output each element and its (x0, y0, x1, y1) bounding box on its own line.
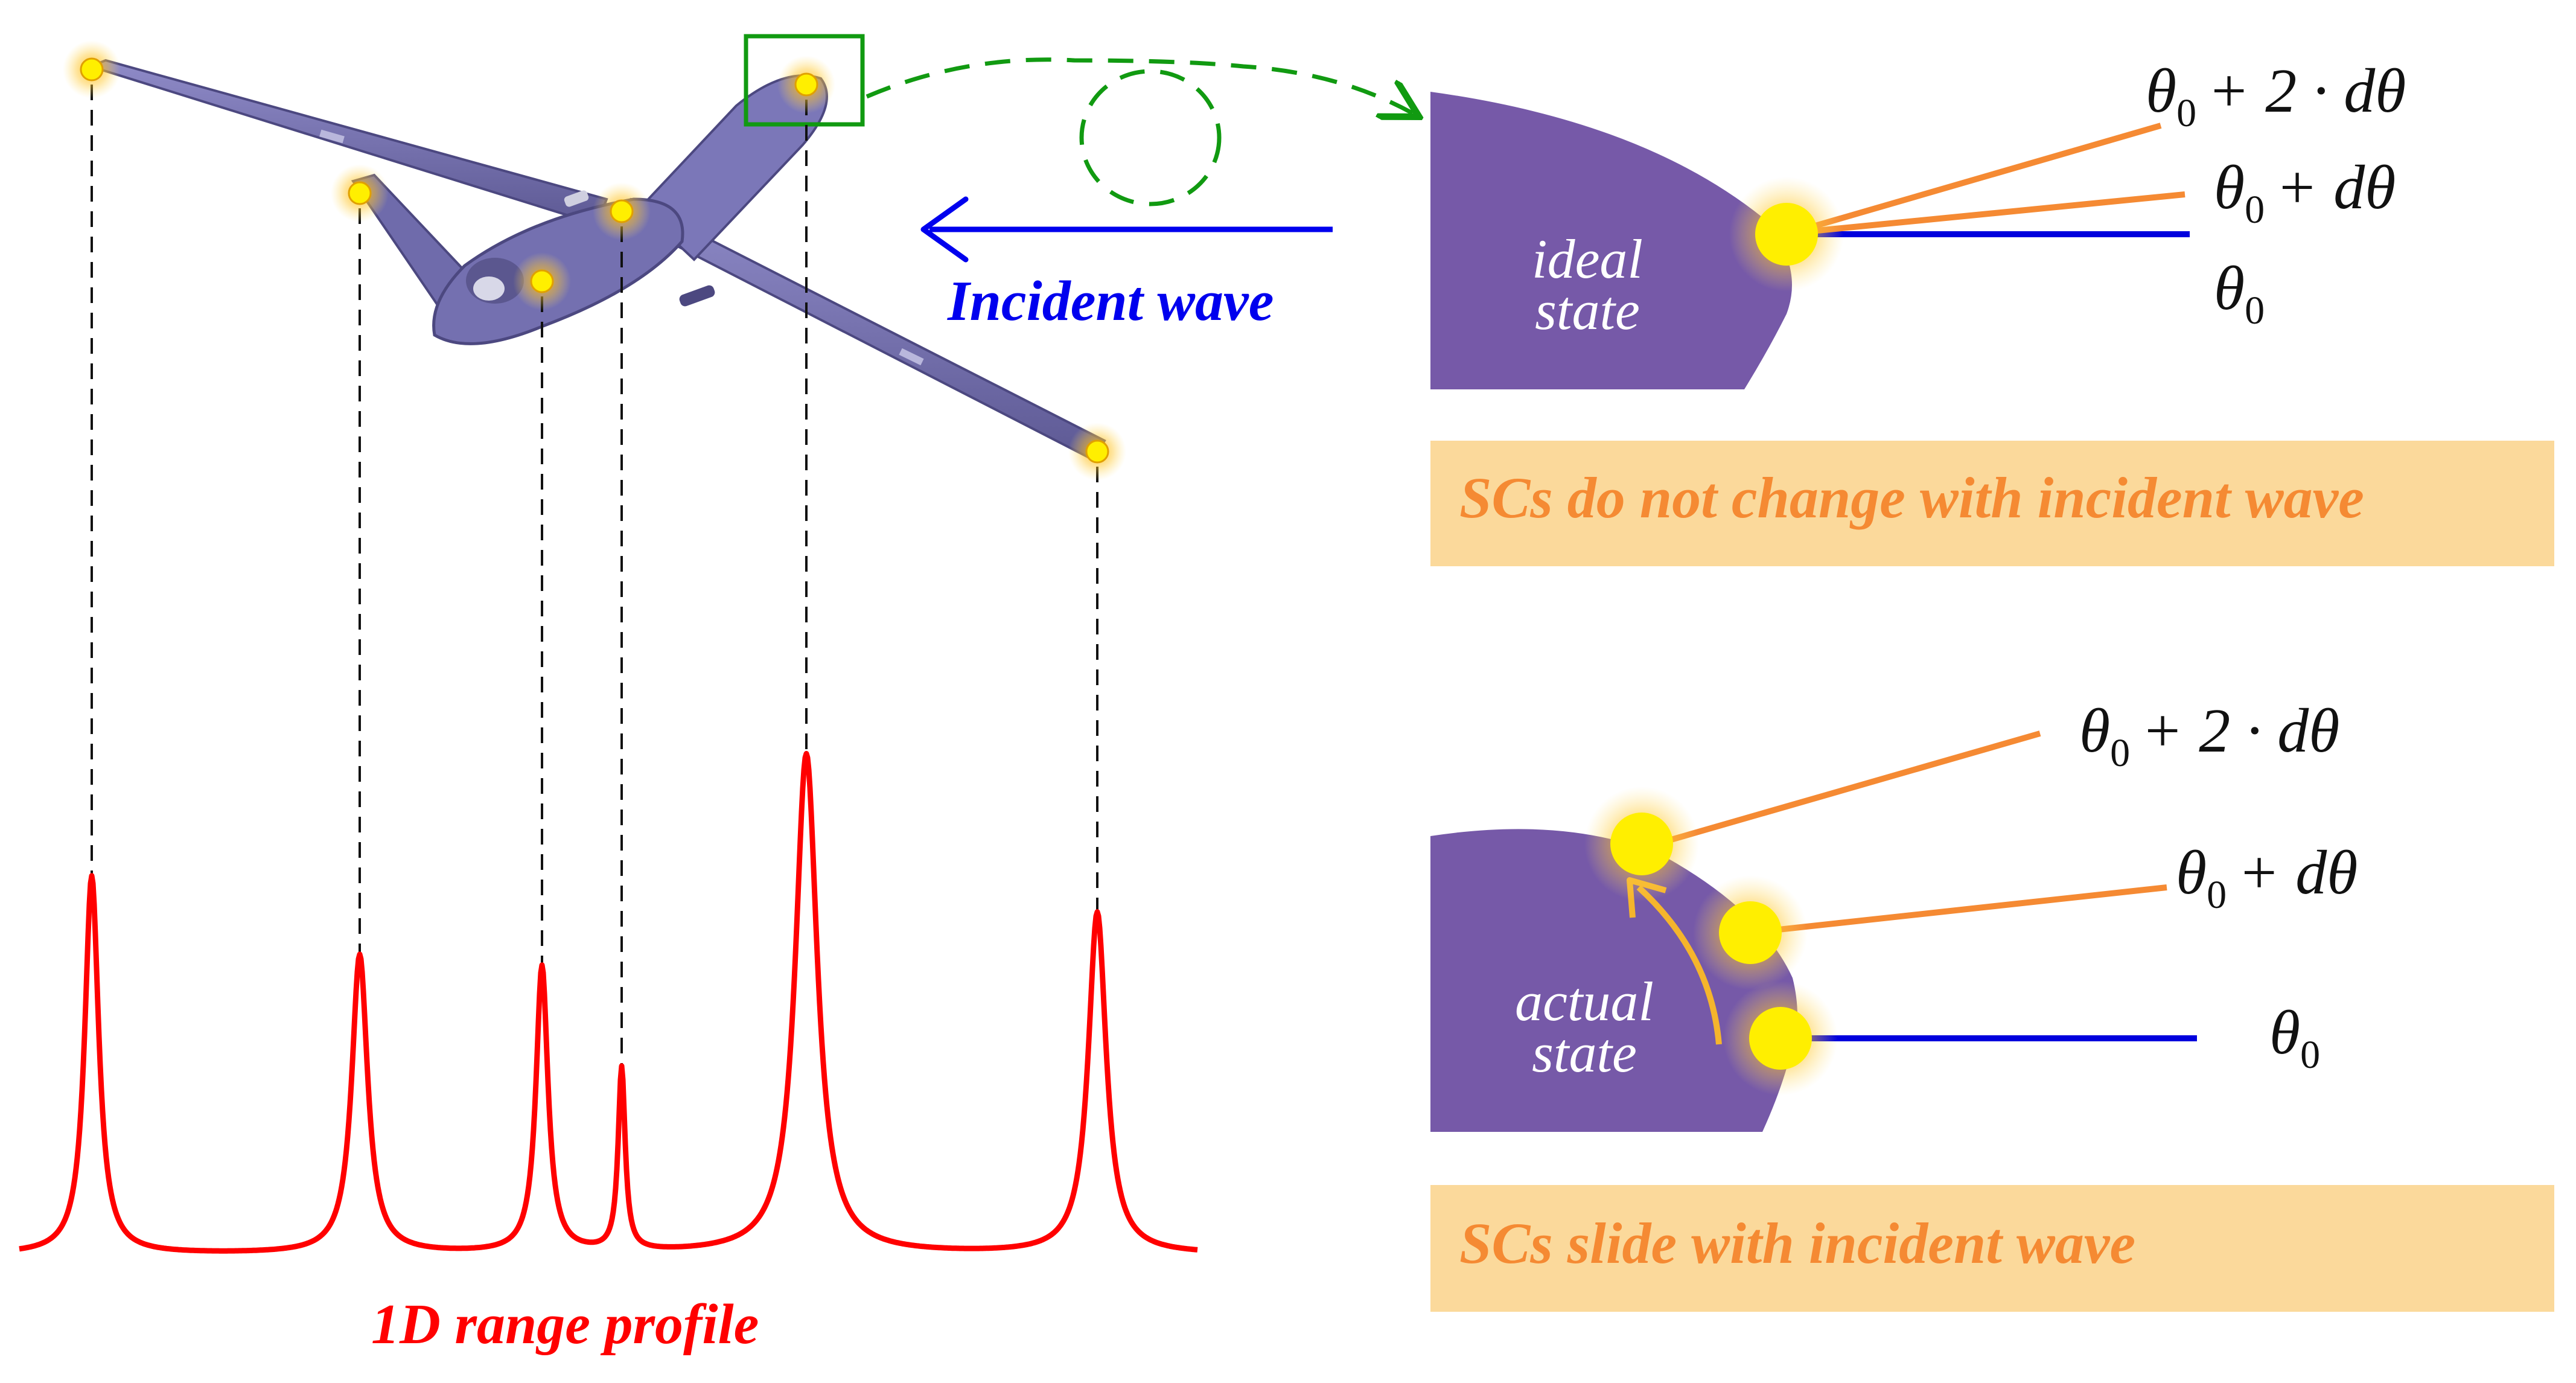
scattering-center-icon (530, 269, 554, 293)
angle-label-sub: 0 (2245, 188, 2265, 232)
angle-label-plus-2dtheta: + 2 · dθ (2207, 56, 2406, 126)
scattering-center-icon (1610, 813, 1673, 875)
caption-ideal-box (1430, 441, 2554, 566)
scattering-center-icon (1749, 1007, 1812, 1070)
angle-label-theta: θ (2079, 696, 2110, 765)
caption-ideal: SCs do not change with incident wave (1459, 465, 2364, 530)
svg-text:θ0+ dθ: θ0+ dθ (2176, 838, 2358, 917)
angle-label-sub: 0 (2110, 731, 2130, 775)
angle-label-theta: θ (2269, 998, 2300, 1067)
scattering-center-icon (1755, 203, 1818, 266)
angle-label-sub: 0 (2176, 91, 2196, 135)
angle-label-theta: θ (2214, 153, 2245, 222)
svg-text:θ0+ dθ: θ0+ dθ (2214, 153, 2396, 232)
caption-actual: SCs slide with incident wave (1459, 1211, 2135, 1276)
angle-label-theta: θ (2176, 838, 2207, 907)
actual-state-label-1: actual (1515, 971, 1654, 1032)
svg-text:θ0+ 2 · dθ: θ0+ 2 · dθ (2146, 56, 2406, 135)
angle-label-sub: 0 (2207, 873, 2227, 917)
scattering-center-icon (610, 199, 634, 223)
scattering-center-icon (1719, 901, 1782, 964)
svg-text:θ0: θ0 (2214, 254, 2265, 333)
scattering-center-icon (348, 181, 372, 205)
svg-text:θ0+ 2 · dθ: θ0+ 2 · dθ (2079, 696, 2339, 775)
zoom-connector (866, 57, 1415, 206)
caption-actual-box (1430, 1185, 2554, 1312)
scattering-center-icon (80, 57, 104, 81)
ideal-state-label-1: ideal (1532, 228, 1643, 290)
angle-label-plus-dtheta: + dθ (2237, 838, 2358, 907)
aircraft-icon (87, 59, 1106, 462)
ideal-region (1430, 92, 1792, 389)
scattering-centers (63, 40, 1126, 481)
zoom-box-icon (744, 34, 865, 127)
svg-text:θ0: θ0 (2269, 998, 2320, 1077)
angle-label-plus-2dtheta: + 2 · dθ (2141, 696, 2339, 765)
scattering-center-icon (1085, 439, 1109, 464)
angle-label-sub: 0 (2245, 289, 2265, 333)
incident-wave-arrow (920, 196, 1333, 263)
incident-wave-label: Incident wave (947, 270, 1274, 333)
actual-state-label-2: state (1532, 1022, 1637, 1084)
actual-state-panel: actual state θ0+ 2 · dθ θ0+ dθ θ0 (1430, 696, 2358, 1132)
angle-label-sub: 0 (2300, 1033, 2320, 1077)
angle-label-plus-dtheta: + dθ (2275, 153, 2396, 222)
angle-label-theta: θ (2214, 254, 2245, 323)
angle-label-theta: θ (2146, 56, 2176, 126)
ideal-state-label-2: state (1535, 279, 1640, 341)
scattering-center-icon (794, 72, 818, 97)
ideal-state-panel: ideal state θ0+ 2 · dθ θ0+ dθ θ0 (1430, 56, 2406, 389)
dashed-projection-lines (91, 85, 1098, 1072)
range-profile-curve (18, 750, 1199, 1254)
range-profile-label: 1D range profile (371, 1293, 759, 1356)
